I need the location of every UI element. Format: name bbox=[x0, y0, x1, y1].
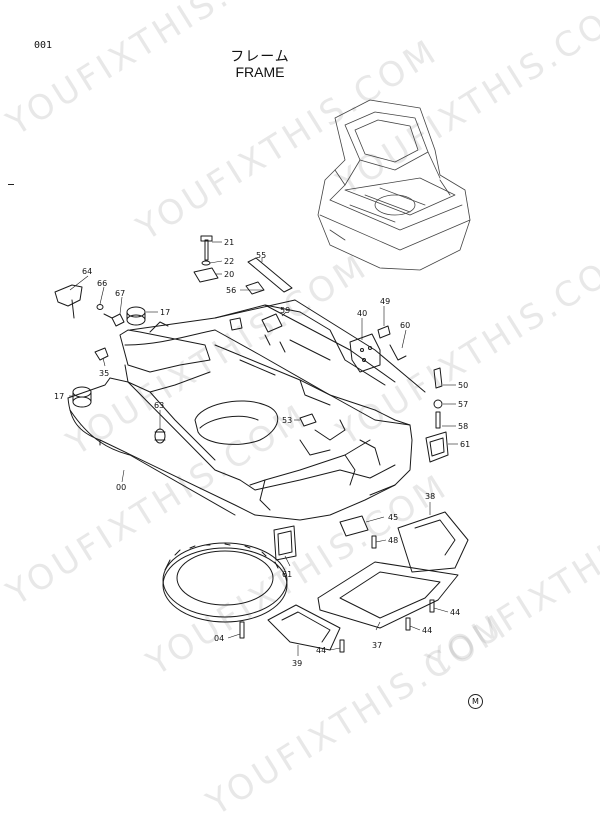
part-label: 22 bbox=[224, 257, 234, 266]
part-40-plate bbox=[349, 333, 381, 373]
part-55-strip bbox=[247, 257, 293, 293]
part-57-nut bbox=[433, 399, 443, 409]
part-35-clip bbox=[94, 347, 109, 361]
part-49-bolt bbox=[377, 325, 391, 339]
part-64-bracket bbox=[54, 284, 83, 319]
part-label: 17 bbox=[160, 308, 170, 317]
part-56-pad bbox=[245, 281, 265, 295]
part-17-cushion-upper bbox=[126, 306, 146, 326]
part-label: 61 bbox=[282, 570, 292, 579]
part-label: 17 bbox=[54, 392, 64, 401]
part-58-bolt bbox=[435, 411, 441, 429]
part-04-bolt bbox=[239, 621, 245, 639]
part-label: 45 bbox=[388, 513, 398, 522]
part-label: 58 bbox=[458, 422, 468, 431]
part-label: 04 bbox=[214, 634, 224, 643]
part-67-bolt bbox=[103, 313, 125, 327]
part-label: 40 bbox=[357, 309, 367, 318]
part-label: 63 bbox=[154, 401, 164, 410]
margin-mark bbox=[8, 184, 14, 185]
swing-bearing-ring bbox=[162, 542, 288, 623]
machine-overview-illustration bbox=[317, 99, 471, 271]
part-label: 64 bbox=[82, 267, 92, 276]
part-label: 55 bbox=[256, 251, 266, 260]
part-label: 60 bbox=[400, 321, 410, 330]
part-label: 35 bbox=[99, 369, 109, 378]
model-mark-badge: M bbox=[468, 694, 483, 709]
part-61-cover-lower bbox=[273, 525, 297, 561]
leader-lines bbox=[69, 241, 458, 656]
part-39-plate bbox=[267, 604, 341, 651]
part-48-bolt bbox=[371, 535, 377, 549]
part-label: 59 bbox=[280, 306, 290, 315]
part-label: 20 bbox=[224, 270, 234, 279]
part-22-washer bbox=[201, 260, 211, 266]
part-20-bracket bbox=[193, 267, 219, 283]
part-44-bolts bbox=[339, 599, 435, 653]
part-63-gear bbox=[154, 428, 166, 444]
part-label: 44 bbox=[422, 626, 432, 635]
upper-frame-body bbox=[67, 299, 426, 521]
part-53-plate bbox=[299, 413, 317, 427]
part-label: 44 bbox=[450, 608, 460, 617]
page-title-japanese: フレーム bbox=[230, 49, 290, 65]
part-label: 53 bbox=[282, 416, 292, 425]
part-label: 56 bbox=[226, 286, 236, 295]
part-label: 67 bbox=[115, 289, 125, 298]
part-50-pin bbox=[433, 367, 443, 389]
page-number: 001 bbox=[34, 40, 53, 51]
part-label: 44 bbox=[316, 646, 326, 655]
frame-exploded-diagram: 21 22 20 55 56 64 66 67 17 59 49 40 60 3… bbox=[54, 99, 471, 668]
part-45-clip bbox=[339, 515, 369, 537]
part-label: 48 bbox=[388, 536, 398, 545]
page-title: FRAME bbox=[235, 64, 285, 80]
part-label: 00 bbox=[116, 483, 126, 492]
part-37-under-cover bbox=[317, 561, 459, 629]
part-labels: 21 22 20 55 56 64 66 67 17 59 49 40 60 3… bbox=[54, 238, 470, 668]
part-label: 50 bbox=[458, 381, 468, 390]
part-label: 57 bbox=[458, 400, 468, 409]
part-label: 49 bbox=[380, 297, 390, 306]
part-label: 66 bbox=[97, 279, 107, 288]
part-61-cover-right bbox=[425, 431, 449, 463]
part-21-bolt bbox=[200, 235, 213, 261]
part-label: 61 bbox=[460, 440, 470, 449]
part-66-washer bbox=[96, 304, 104, 310]
part-label: 38 bbox=[425, 492, 435, 501]
part-59-plate bbox=[261, 313, 283, 333]
part-38-panel bbox=[397, 511, 469, 573]
part-label: 39 bbox=[292, 659, 302, 668]
part-label: 37 bbox=[372, 641, 382, 650]
part-label: 21 bbox=[224, 238, 234, 247]
part-60-hook bbox=[389, 344, 407, 361]
part-17-cushion-lower bbox=[72, 386, 92, 408]
